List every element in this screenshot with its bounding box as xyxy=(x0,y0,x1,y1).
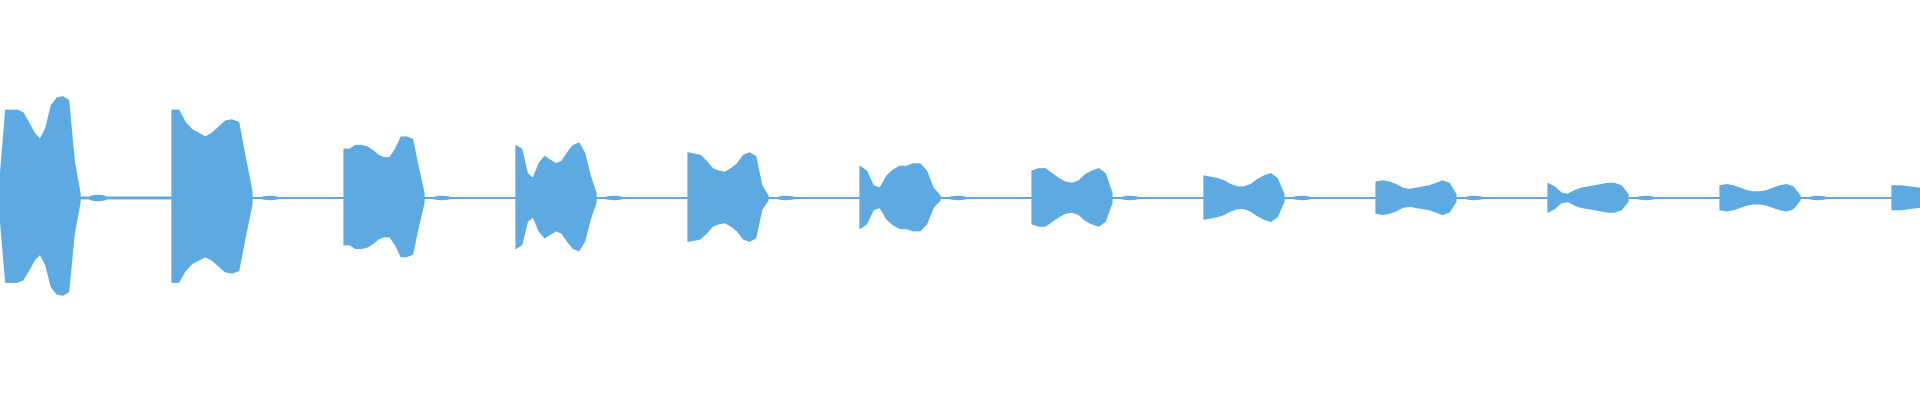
waveform-noise-tail xyxy=(80,196,172,200)
waveform-noise-tail xyxy=(1628,197,1720,199)
waveform-noise-tail xyxy=(1456,197,1548,199)
waveform-decay-ripple xyxy=(776,195,796,201)
waveform-blip xyxy=(1203,173,1285,222)
waveform-noise-tail xyxy=(596,197,688,199)
waveform-blip xyxy=(687,152,769,242)
waveform-decay-ripple xyxy=(432,195,452,201)
waveform-blip xyxy=(1547,182,1629,213)
waveform-decay-ripple xyxy=(604,195,624,201)
waveform-blip xyxy=(1375,180,1457,215)
waveform-blip xyxy=(515,142,597,252)
waveform-decay-ripple xyxy=(260,195,280,201)
waveform-noise-tail xyxy=(1284,197,1376,199)
waveform-decay-ripple xyxy=(1636,195,1656,201)
waveform-decay-ripple xyxy=(1120,195,1140,201)
waveform-noise-tail xyxy=(424,197,516,199)
waveform-decay-ripple xyxy=(1464,195,1484,201)
waveform-blip xyxy=(1031,168,1113,227)
waveform-blip xyxy=(0,96,81,296)
waveform-decay-ripple xyxy=(88,194,108,202)
waveform-noise-tail xyxy=(940,197,1032,199)
waveform-noise-tail xyxy=(768,197,860,199)
waveform-noise-tail xyxy=(1800,197,1892,199)
waveform-noise-tail xyxy=(252,197,344,199)
waveform-noise-tail xyxy=(1112,197,1204,199)
waveform-decay-ripple xyxy=(1292,195,1312,201)
waveform-blip xyxy=(171,109,253,283)
waveform-blips xyxy=(0,96,1920,296)
waveform-decay-ripple xyxy=(948,195,968,201)
waveform-blip xyxy=(859,163,941,232)
waveform-blip xyxy=(1891,185,1920,211)
waveform-decay-ripple xyxy=(1808,195,1828,201)
waveform-blip xyxy=(1719,184,1801,212)
waveform-blip xyxy=(343,136,425,258)
